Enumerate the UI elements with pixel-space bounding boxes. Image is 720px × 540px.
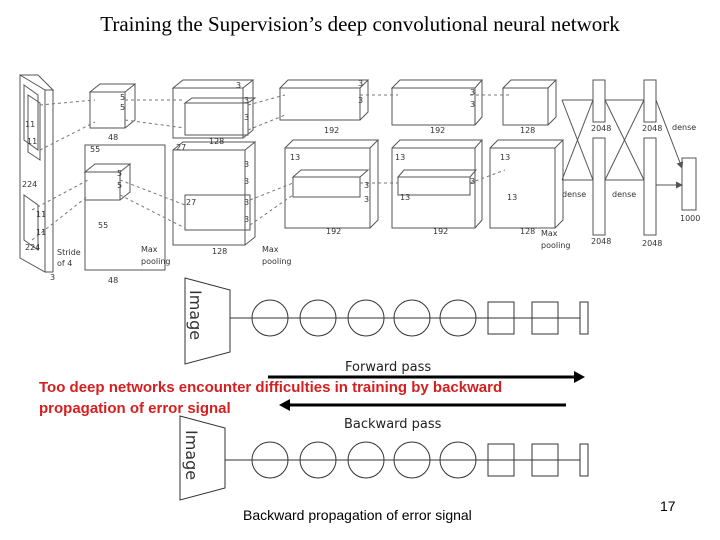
conv5-blocks xyxy=(489,79,565,229)
forward-image-label: Image xyxy=(186,290,205,340)
conv3-kernel-label-c: 3 xyxy=(364,181,369,190)
conv1-blocks xyxy=(83,83,166,271)
conv2-kernel-label-c: 3 xyxy=(244,113,249,122)
conv5-depth-label-a: 128 xyxy=(520,126,535,135)
conv1-depth-label-a: 48 xyxy=(108,133,118,142)
conv4-blocks xyxy=(390,79,484,229)
kernel-label-11d: 11 xyxy=(36,228,46,237)
conv5-size-label-b: 13 xyxy=(507,193,517,202)
conv4-size-label-b: 13 xyxy=(400,193,410,202)
difficulty-note: Too deep networks encounter difficulties… xyxy=(39,377,502,419)
difficulty-note-line2: propagation of error signal xyxy=(39,400,231,417)
kernel-label-11b: 11 xyxy=(27,137,37,146)
conv2-kernel-label-f: 3 xyxy=(244,198,249,207)
fc-size-label-d: 2048 xyxy=(642,239,662,248)
conv1-kernel-label-d: 5 xyxy=(117,181,122,190)
backprop-caption: Backward propagation of error signal xyxy=(243,507,472,523)
pool2-label-2: pooling xyxy=(262,257,291,266)
fc-size-label-a: 2048 xyxy=(591,124,611,133)
kernel-label-11c: 11 xyxy=(36,210,46,219)
conv2-size-label-top: 27 xyxy=(176,143,186,152)
dense-columns xyxy=(592,79,697,236)
input-height-label: 224 xyxy=(25,243,40,252)
forward-pass-label: Forward pass xyxy=(345,360,431,375)
pool1-label-1: Max xyxy=(141,245,158,254)
conv4-size-label-a: 13 xyxy=(395,153,405,162)
conv1-kernel-label-a: 5 xyxy=(120,93,125,102)
conv2-blocks xyxy=(171,79,257,246)
conv2-depth-label-b: 128 xyxy=(212,247,227,256)
conv4-kernel-label-a: 3 xyxy=(470,88,475,97)
conv4-kernel-label-b: 3 xyxy=(470,100,475,109)
fc-size-label-c: 2048 xyxy=(591,237,611,246)
backward-image-input xyxy=(179,415,226,501)
conv1-size-label-top: 55 xyxy=(90,145,100,154)
conv3-depth-label-b: 192 xyxy=(326,227,341,236)
conv2-kernel-label-g: 3 xyxy=(244,215,249,224)
kernel-projections xyxy=(31,94,510,241)
conv4-kernel-label-c: 3 xyxy=(470,177,475,186)
conv2-depth-label-a: 128 xyxy=(209,137,224,146)
conv3-kernel-label-a: 3 xyxy=(358,79,363,88)
pool3-label-1: Max xyxy=(541,229,558,238)
difficulty-note-line1: Too deep networks encounter difficulties… xyxy=(39,379,503,396)
forward-output-unit xyxy=(579,301,589,335)
forward-image-input xyxy=(184,277,231,365)
conv1-kernel-label-c: 5 xyxy=(117,169,122,178)
backward-network xyxy=(179,415,589,501)
pool2-label-1: Max xyxy=(262,245,279,254)
pool1-label-2: pooling xyxy=(141,257,170,266)
conv5-depth-label-b: 128 xyxy=(520,227,535,236)
conv1-depth-label-b: 48 xyxy=(108,276,118,285)
stride-label-1: Stride xyxy=(57,248,81,257)
backward-pass-label: Backward pass xyxy=(344,417,442,432)
conv2-kernel-label-a: 3 xyxy=(236,81,241,90)
backward-image-label: Image xyxy=(182,430,201,480)
stride-label-2: of 4 xyxy=(57,259,72,268)
conv3-blocks xyxy=(278,79,380,229)
kernel-label-11a: 11 xyxy=(25,120,35,129)
conv4-depth-label-b: 192 xyxy=(433,227,448,236)
conv3-kernel-label-d: 3 xyxy=(364,195,369,204)
conv1-size-label-bottom: 55 xyxy=(98,221,108,230)
fc-size-label-b: 2048 xyxy=(642,124,662,133)
conv2-size-label-bottom: 27 xyxy=(186,198,196,207)
conv2-kernel-label-e: 3 xyxy=(244,177,249,186)
input-width-label: 224 xyxy=(22,180,37,189)
dense-connections xyxy=(561,99,684,189)
conv3-kernel-label-b: 3 xyxy=(358,96,363,105)
conv4-depth-label-a: 192 xyxy=(430,126,445,135)
forward-network xyxy=(184,277,589,365)
dense-label-3: dense xyxy=(672,123,696,132)
output-size-label: 1000 xyxy=(680,214,700,223)
dense-label-1: dense xyxy=(562,190,586,199)
channel-label-3: 3 xyxy=(50,273,55,282)
conv1-kernel-label-b: 5 xyxy=(120,103,125,112)
conv3-depth-label-a: 192 xyxy=(324,126,339,135)
conv5-size-label-a: 13 xyxy=(500,153,510,162)
conv3-size-label: 13 xyxy=(290,153,300,162)
page-number: 17 xyxy=(660,498,676,514)
conv2-kernel-label-d: 3 xyxy=(244,160,249,169)
input-image-layer xyxy=(19,74,55,273)
pool3-label-2: pooling xyxy=(541,241,570,250)
slide-title: Training the Supervision’s deep convolut… xyxy=(100,12,620,36)
backward-output-unit xyxy=(579,443,589,477)
conv2-kernel-label-b: 3 xyxy=(244,96,249,105)
dense-label-2: dense xyxy=(612,190,636,199)
